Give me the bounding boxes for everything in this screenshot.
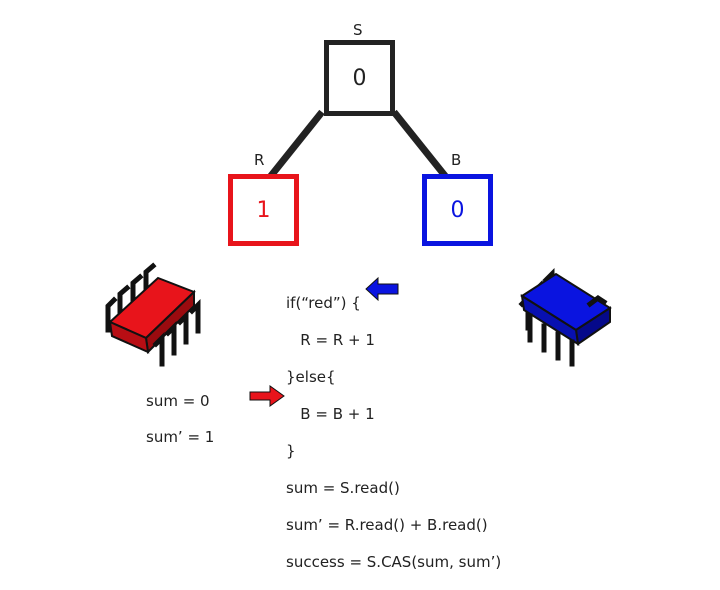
local-sum: sum = 0 — [146, 392, 210, 410]
code-line: B = B + 1 — [286, 404, 375, 423]
node-b-value: 0 — [450, 197, 465, 223]
node-s-value: 0 — [352, 65, 367, 91]
code-line: sum = S.read() — [286, 478, 400, 497]
node-r-box: 1 — [228, 174, 299, 246]
edge-s-b — [391, 109, 453, 185]
code-line: R = R + 1 — [286, 330, 375, 349]
red-chip-icon — [105, 262, 201, 367]
code-line: }else{ — [286, 367, 336, 386]
node-b-label: B — [451, 151, 462, 169]
blue-chip-icon — [518, 267, 612, 367]
node-s-box: 0 — [324, 40, 395, 116]
local-sum-prime: sum’ = 1 — [146, 428, 215, 446]
blue-arrow-icon — [365, 276, 399, 302]
edge-s-r — [263, 109, 325, 185]
node-r-label: R — [254, 151, 265, 169]
local-variables: sum = 0 sum’ = 1 — [146, 374, 214, 464]
node-s-label: S — [353, 21, 363, 39]
code-line: } — [286, 441, 296, 460]
red-arrow-icon — [249, 385, 285, 407]
diagram-canvas — [105, 109, 612, 407]
code-line: if(“red”) { — [286, 293, 361, 312]
code-block: if(“red”) { R = R + 1 }else{ B = B + 1 }… — [286, 275, 501, 590]
code-line: sum’ = R.read() + B.read() — [286, 515, 488, 534]
code-line: success = S.CAS(sum, sum’) — [286, 552, 502, 571]
node-r-value: 1 — [256, 197, 271, 223]
node-b-box: 0 — [422, 174, 493, 246]
